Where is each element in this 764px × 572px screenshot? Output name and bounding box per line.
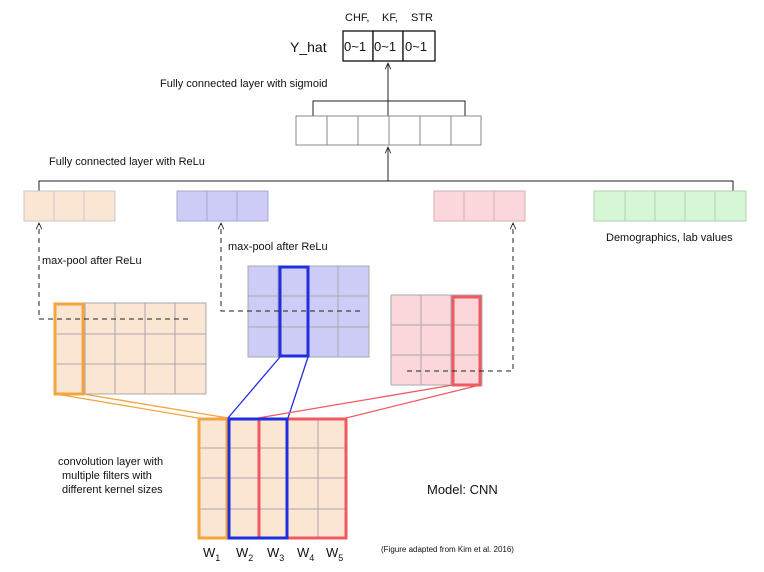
- pooled-cell: [83, 190, 116, 222]
- connector-red: [257, 384, 454, 419]
- output-value-kf: 0~1: [374, 39, 396, 54]
- connector-red: [345, 384, 481, 419]
- model-label: Model: CNN: [427, 482, 498, 497]
- weight-label-base: W: [326, 545, 339, 560]
- fc-cell: [419, 115, 452, 146]
- demo-cell: [684, 190, 716, 222]
- feature-map-red: [390, 294, 483, 387]
- weight-label-base: W: [267, 545, 280, 560]
- feature-window-blue: [278, 265, 310, 358]
- filter-blue: [227, 417, 289, 540]
- filter-connectors: [55, 356, 481, 419]
- conv-label-line2: multiple filters with: [62, 470, 152, 482]
- output-cells: [342, 30, 436, 62]
- maxpool-label-left: max-pool after ReLu: [42, 255, 142, 267]
- fc-cell: [326, 115, 359, 146]
- feature-window-orange: [53, 302, 85, 396]
- weight-label-base: W: [203, 545, 216, 560]
- weight-label-sub: 2: [248, 553, 253, 563]
- weight-label-sub: 5: [338, 553, 343, 563]
- weight-label-sub: 3: [279, 553, 284, 563]
- fc-sigmoid-label: Fully connected layer with sigmoid: [160, 78, 328, 90]
- output-name-str: STR: [411, 12, 433, 24]
- pooled-cell: [23, 190, 55, 222]
- pooled-cell: [493, 190, 526, 222]
- maxpool-connectors: [39, 223, 513, 372]
- output-value-str: 0~1: [405, 39, 427, 54]
- fc-relu-label: Fully connected layer with ReLu: [49, 156, 205, 168]
- pooled-cell: [176, 190, 208, 222]
- fc-cell: [357, 115, 390, 146]
- output-cell-str: [402, 30, 436, 62]
- conv-label-line1: convolution layer with: [58, 456, 163, 468]
- fc-cell: [450, 115, 482, 146]
- convolution-input-matrix: [197, 417, 348, 540]
- demo-cell: [714, 190, 747, 222]
- connector-blue: [227, 356, 281, 419]
- filter-orange: [197, 417, 229, 540]
- feature-map-orange: [53, 302, 207, 396]
- maxpool-label-mid: max-pool after ReLu: [228, 241, 328, 253]
- connector-orange: [55, 393, 199, 419]
- weight-label-base: W: [236, 545, 249, 560]
- bracket-fc-sigmoid: [312, 100, 466, 116]
- connector-orange: [82, 393, 229, 419]
- pooled-cell: [236, 190, 269, 222]
- output-name-chf: CHF,: [345, 12, 369, 24]
- weight-label-base: W: [297, 545, 310, 560]
- citation-label: (Figure adapted from Kim et al. 2016): [381, 545, 514, 554]
- pooled-cell: [53, 190, 85, 222]
- conv-label-line3: different kernel sizes: [62, 484, 163, 496]
- bracket-fc-relu: [38, 180, 734, 191]
- weight-label: W4: [297, 545, 314, 563]
- weight-label-sub: 1: [215, 553, 220, 563]
- output-label: Y_hat: [290, 39, 327, 55]
- pooled-vector-blue: [176, 190, 269, 222]
- feature-window-red: [451, 295, 482, 387]
- filter-red: [257, 417, 348, 540]
- maxpool-path-blue: [221, 223, 360, 312]
- pooled-cell: [463, 190, 495, 222]
- maxpool-path-orange: [39, 223, 188, 320]
- pooled-cell: [206, 190, 238, 222]
- output-cell-kf: [372, 30, 404, 62]
- demo-cell: [593, 190, 626, 222]
- weight-labels: W1 W2 W3 W4 W5: [203, 545, 343, 563]
- output-cell-chf: [342, 30, 374, 62]
- weight-label-sub: 4: [309, 553, 314, 563]
- feature-map-bg: [390, 294, 483, 386]
- fc-cell: [295, 115, 328, 146]
- weight-label: W3: [267, 545, 284, 563]
- demographics-label: Demographics, lab values: [606, 232, 733, 244]
- fc-cell: [388, 115, 421, 146]
- weight-label: W2: [236, 545, 253, 563]
- weight-label: W5: [326, 545, 343, 563]
- demo-cell: [624, 190, 656, 222]
- output-name-kf: KF,: [382, 12, 398, 24]
- weight-label: W1: [203, 545, 220, 563]
- feature-map-bg: [54, 302, 207, 395]
- pooled-vector-orange: [23, 190, 116, 222]
- connector-blue: [287, 356, 309, 419]
- fc-hidden-layer: [295, 115, 482, 146]
- demo-cell: [654, 190, 686, 222]
- pooled-vector-red: [433, 190, 526, 222]
- output-value-chf: 0~1: [344, 39, 366, 54]
- pooled-cell: [433, 190, 465, 222]
- demographics-vector: [593, 190, 747, 222]
